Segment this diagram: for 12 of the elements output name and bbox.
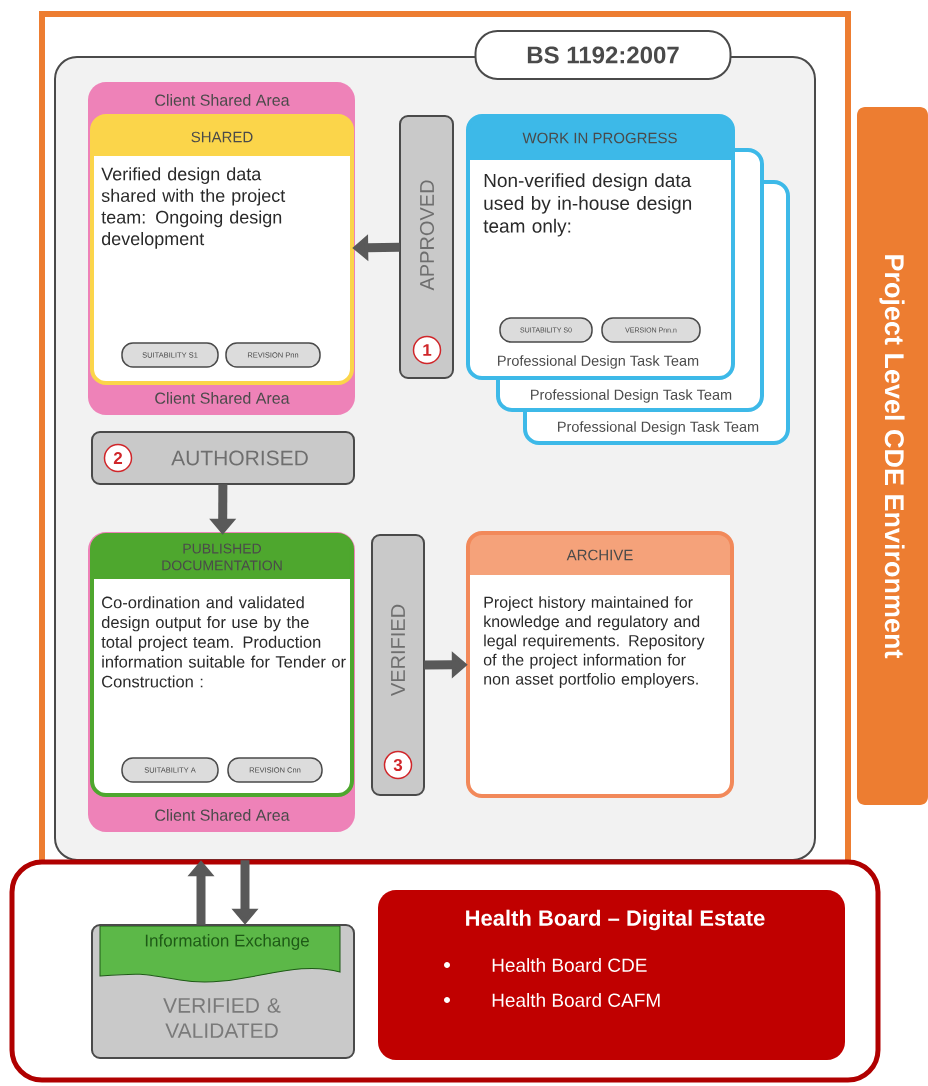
info-panel: Health Board – Digital Estate Health Board CDE Health Board CAFM bbox=[378, 890, 845, 1060]
node-label: Professional Design Task Team bbox=[531, 389, 732, 403]
node-label: Non-verified design data used by in-house design team only: bbox=[483, 173, 692, 237]
exchange-box: Information Exchange VERIFIED & VALIDATED bbox=[91, 924, 355, 1059]
gate-bar: 2 AUTHORISED bbox=[91, 431, 355, 485]
node-label: Professional Design Task Team bbox=[498, 355, 699, 369]
card: ARCHIVE Project history maintained for knowledge and regulatory and legal requirements. Repository of the project information for non asset portfolio employers. bbox=[466, 531, 734, 798]
gate-bar: VERIFIED 3 bbox=[371, 534, 425, 796]
gate-bar: APPROVED 1 bbox=[399, 115, 454, 379]
node-label: WORK IN PROGRESS bbox=[522, 132, 677, 144]
node-label: Professional Design Task Team bbox=[558, 421, 759, 435]
side-tab: Project Level CDE Environment bbox=[857, 107, 928, 805]
